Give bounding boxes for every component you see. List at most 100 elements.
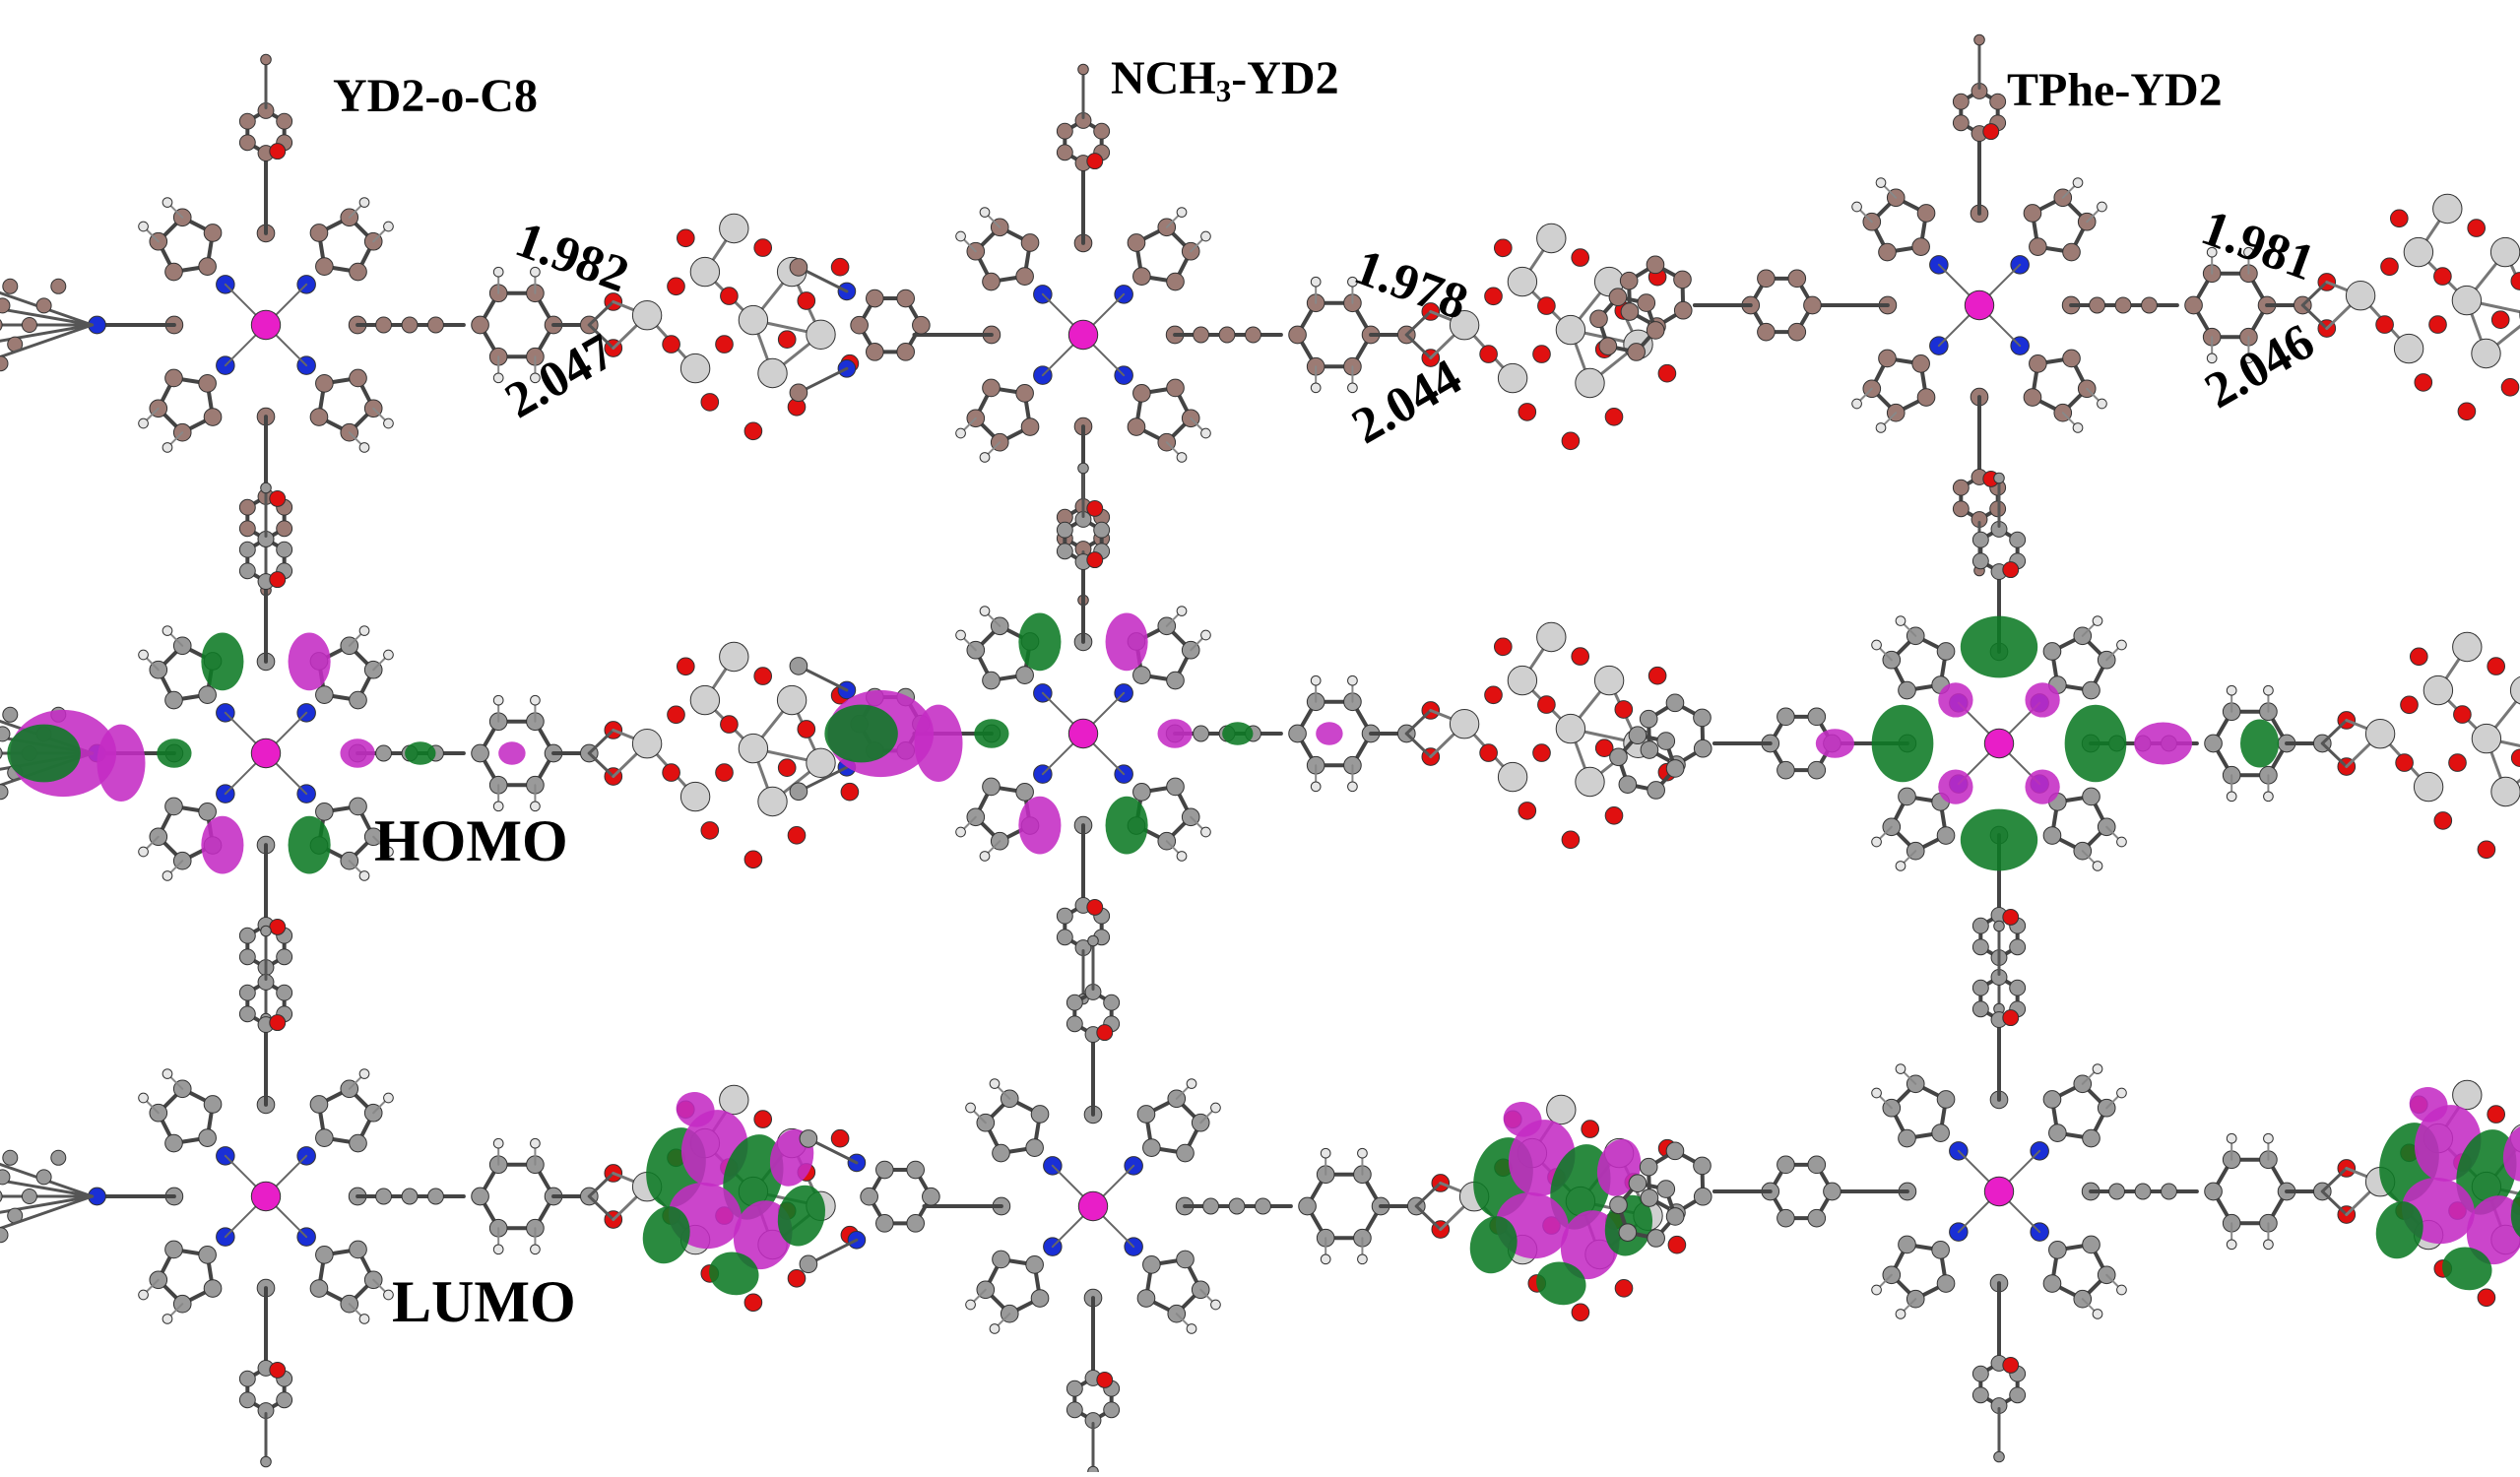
carbon-atom [261, 482, 272, 493]
hydrogen-atom [2073, 178, 2083, 188]
carbon-atom [1177, 1251, 1195, 1268]
carbon-atom [790, 384, 808, 402]
carbon-atom [983, 273, 1001, 290]
titanium-atom [1450, 710, 1478, 738]
hydrogen-atom [162, 198, 172, 208]
hydrogen-atom [359, 1069, 369, 1079]
carbon-atom [1610, 1196, 1628, 1214]
carbon-atom [1066, 1381, 1082, 1396]
oxygen-atom [2468, 220, 2486, 237]
title-tphe-yd2: TPhe-YD2 [2007, 63, 2223, 117]
carbon-atom [1788, 270, 1806, 288]
carbon-atom [800, 1130, 817, 1148]
carbon-atom [277, 542, 292, 557]
titanium-atom [632, 730, 661, 758]
carbon-atom [1057, 123, 1072, 139]
carbon-atom [2063, 350, 2081, 367]
oxygen-atom [754, 1111, 772, 1128]
carbon-atom [1953, 115, 1969, 131]
carbon-atom [2030, 355, 2047, 373]
oxygen-atom [721, 716, 739, 734]
carbon-atom [1657, 1181, 1675, 1198]
hydrogen-atom [2227, 1240, 2236, 1250]
titanium-atom [807, 320, 835, 349]
carbon-atom [1057, 930, 1072, 945]
carbon-atom [2083, 788, 2100, 805]
carbon-atom [51, 1150, 66, 1165]
carbon-atom [165, 691, 183, 709]
titanium-atom [758, 358, 787, 387]
carbon-atom [350, 798, 367, 815]
hydrogen-atom [1177, 852, 1187, 862]
hydrogen-atom [1311, 782, 1321, 792]
carbon-atom [1177, 1144, 1195, 1162]
zinc-atom [251, 738, 280, 767]
orbital-lobe-green [1018, 613, 1061, 672]
hydrogen-atom [956, 231, 966, 241]
orbital-lobe-green [974, 719, 1008, 747]
carbon-atom [2043, 1091, 2061, 1109]
carbon-atom [0, 298, 10, 313]
hydrogen-atom [139, 650, 149, 660]
oxygen-atom [1582, 1121, 1599, 1138]
carbon-atom [1640, 1158, 1657, 1176]
carbon-atom [1917, 389, 1935, 407]
carbon-atom [2024, 205, 2041, 223]
carbon-atom [1078, 463, 1089, 474]
hydrogen-atom [2093, 1310, 2102, 1319]
titanium-atom [2365, 720, 2394, 748]
oxygen-atom [1533, 346, 1551, 363]
titanium-atom [807, 748, 835, 777]
carbon-atom [402, 317, 418, 333]
oxygen-atom [2003, 1010, 2019, 1026]
carbon-atom [1694, 1157, 1712, 1175]
carbon-atom [2024, 389, 2041, 407]
orbital-lobe-magenta [97, 725, 146, 802]
carbon-atom [2135, 1184, 2151, 1199]
carbon-atom [376, 745, 392, 761]
oxygen-atom [2376, 316, 2394, 334]
carbon-atom [1777, 761, 1795, 779]
homo-nch3-yd2 [790, 463, 1676, 1004]
carbon-atom [1094, 123, 1110, 139]
oxygen-atom [2429, 316, 2447, 334]
carbon-atom [1167, 778, 1185, 796]
titanium-atom [720, 1085, 748, 1114]
carbon-atom [983, 778, 1001, 796]
titanium-atom [758, 787, 787, 815]
hydrogen-atom [384, 222, 394, 231]
hydrogen-atom [990, 1324, 1000, 1334]
carbon-atom [1104, 995, 1120, 1010]
titanium-atom [2490, 237, 2519, 266]
carbon-atom [239, 499, 255, 515]
carbon-atom [1167, 273, 1185, 290]
carbon-atom [1788, 323, 1806, 341]
carbon-atom [1057, 544, 1072, 559]
oxygen-atom [798, 721, 815, 738]
orbital-lobe-green [2240, 720, 2279, 768]
titanium-atom [2433, 194, 2462, 223]
carbon-atom [1057, 522, 1072, 538]
carbon-atom [316, 375, 334, 393]
carbon-atom [376, 1188, 392, 1204]
carbon-atom [1026, 1139, 1044, 1157]
carbon-atom [261, 54, 272, 65]
carbon-atom [1899, 788, 1916, 805]
hydrogen-atom [980, 607, 990, 616]
titanium-atom [680, 782, 709, 810]
bond [1406, 335, 1431, 358]
oxygen-atom [1480, 346, 1498, 363]
hydrogen-atom [1177, 208, 1187, 218]
bond [2302, 305, 2327, 329]
oxygen-atom [778, 331, 796, 349]
hydrogen-atom [359, 1315, 369, 1324]
carbon-atom [310, 1096, 328, 1114]
hydrogen-atom [1876, 423, 1886, 433]
hydrogen-atom [384, 650, 394, 660]
carbon-atom [0, 356, 8, 371]
oxygen-atom [754, 239, 772, 257]
oxygen-atom [1572, 648, 1589, 666]
carbon-atom [1972, 939, 1988, 955]
oxygen-atom [721, 288, 739, 305]
carbon-atom [867, 289, 884, 307]
